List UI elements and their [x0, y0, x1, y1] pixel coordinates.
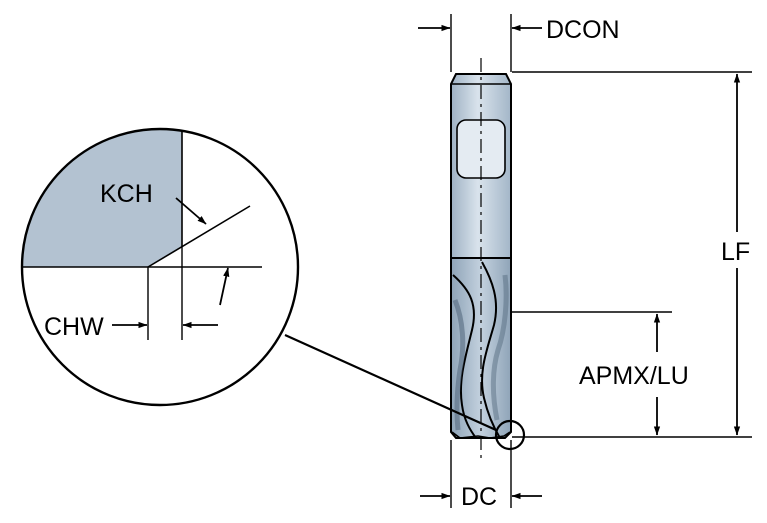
detail-marker-circle — [494, 419, 526, 451]
dc-dimension: DC — [420, 440, 542, 511]
detail-circle-outline — [20, 127, 300, 407]
apmx-lu-label: APMX/LU — [579, 362, 689, 390]
helix-flute-shadow-2 — [490, 274, 509, 421]
dcon-dimension: DCON — [418, 14, 620, 72]
helix-flute-1 — [452, 274, 477, 439]
chamfer-detail-view: KCH CHW — [20, 127, 300, 407]
apmx-lu-dimension: APMX/LU — [512, 311, 689, 436]
dc-label: DC — [461, 483, 497, 511]
chw-label: CHW — [44, 313, 104, 341]
detail-leader — [284, 333, 526, 451]
end-mill-tool — [450, 58, 512, 462]
tool-tip — [451, 431, 511, 439]
lf-label: LF — [721, 238, 750, 266]
lf-dimension: LF — [512, 71, 752, 438]
dcon-label: DCON — [546, 16, 620, 44]
helix-flute-2 — [481, 261, 501, 439]
kch-label: KCH — [100, 180, 153, 208]
